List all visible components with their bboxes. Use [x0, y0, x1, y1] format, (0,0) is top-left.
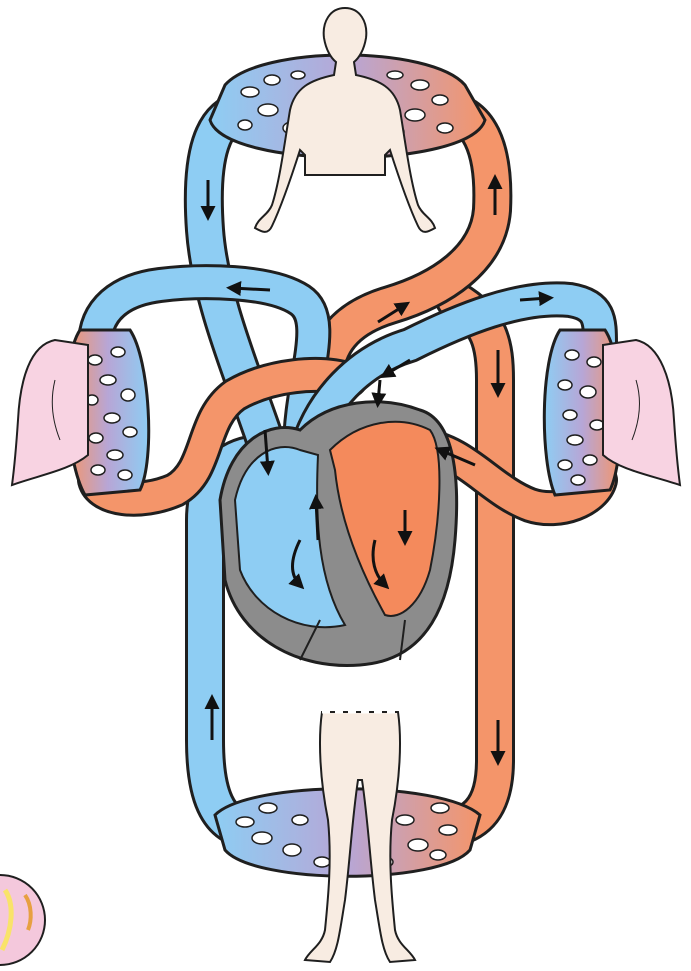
- left-lung-icon: [12, 340, 88, 485]
- flow-arrow-icon: [520, 298, 548, 300]
- right-lung-icon: [603, 340, 680, 485]
- flow-arrow-icon: [316, 500, 318, 540]
- heart-icon: [220, 402, 457, 666]
- flow-arrow-icon: [378, 380, 380, 402]
- flow-arrow-icon: [232, 288, 270, 290]
- cell-inset-icon: [0, 875, 45, 965]
